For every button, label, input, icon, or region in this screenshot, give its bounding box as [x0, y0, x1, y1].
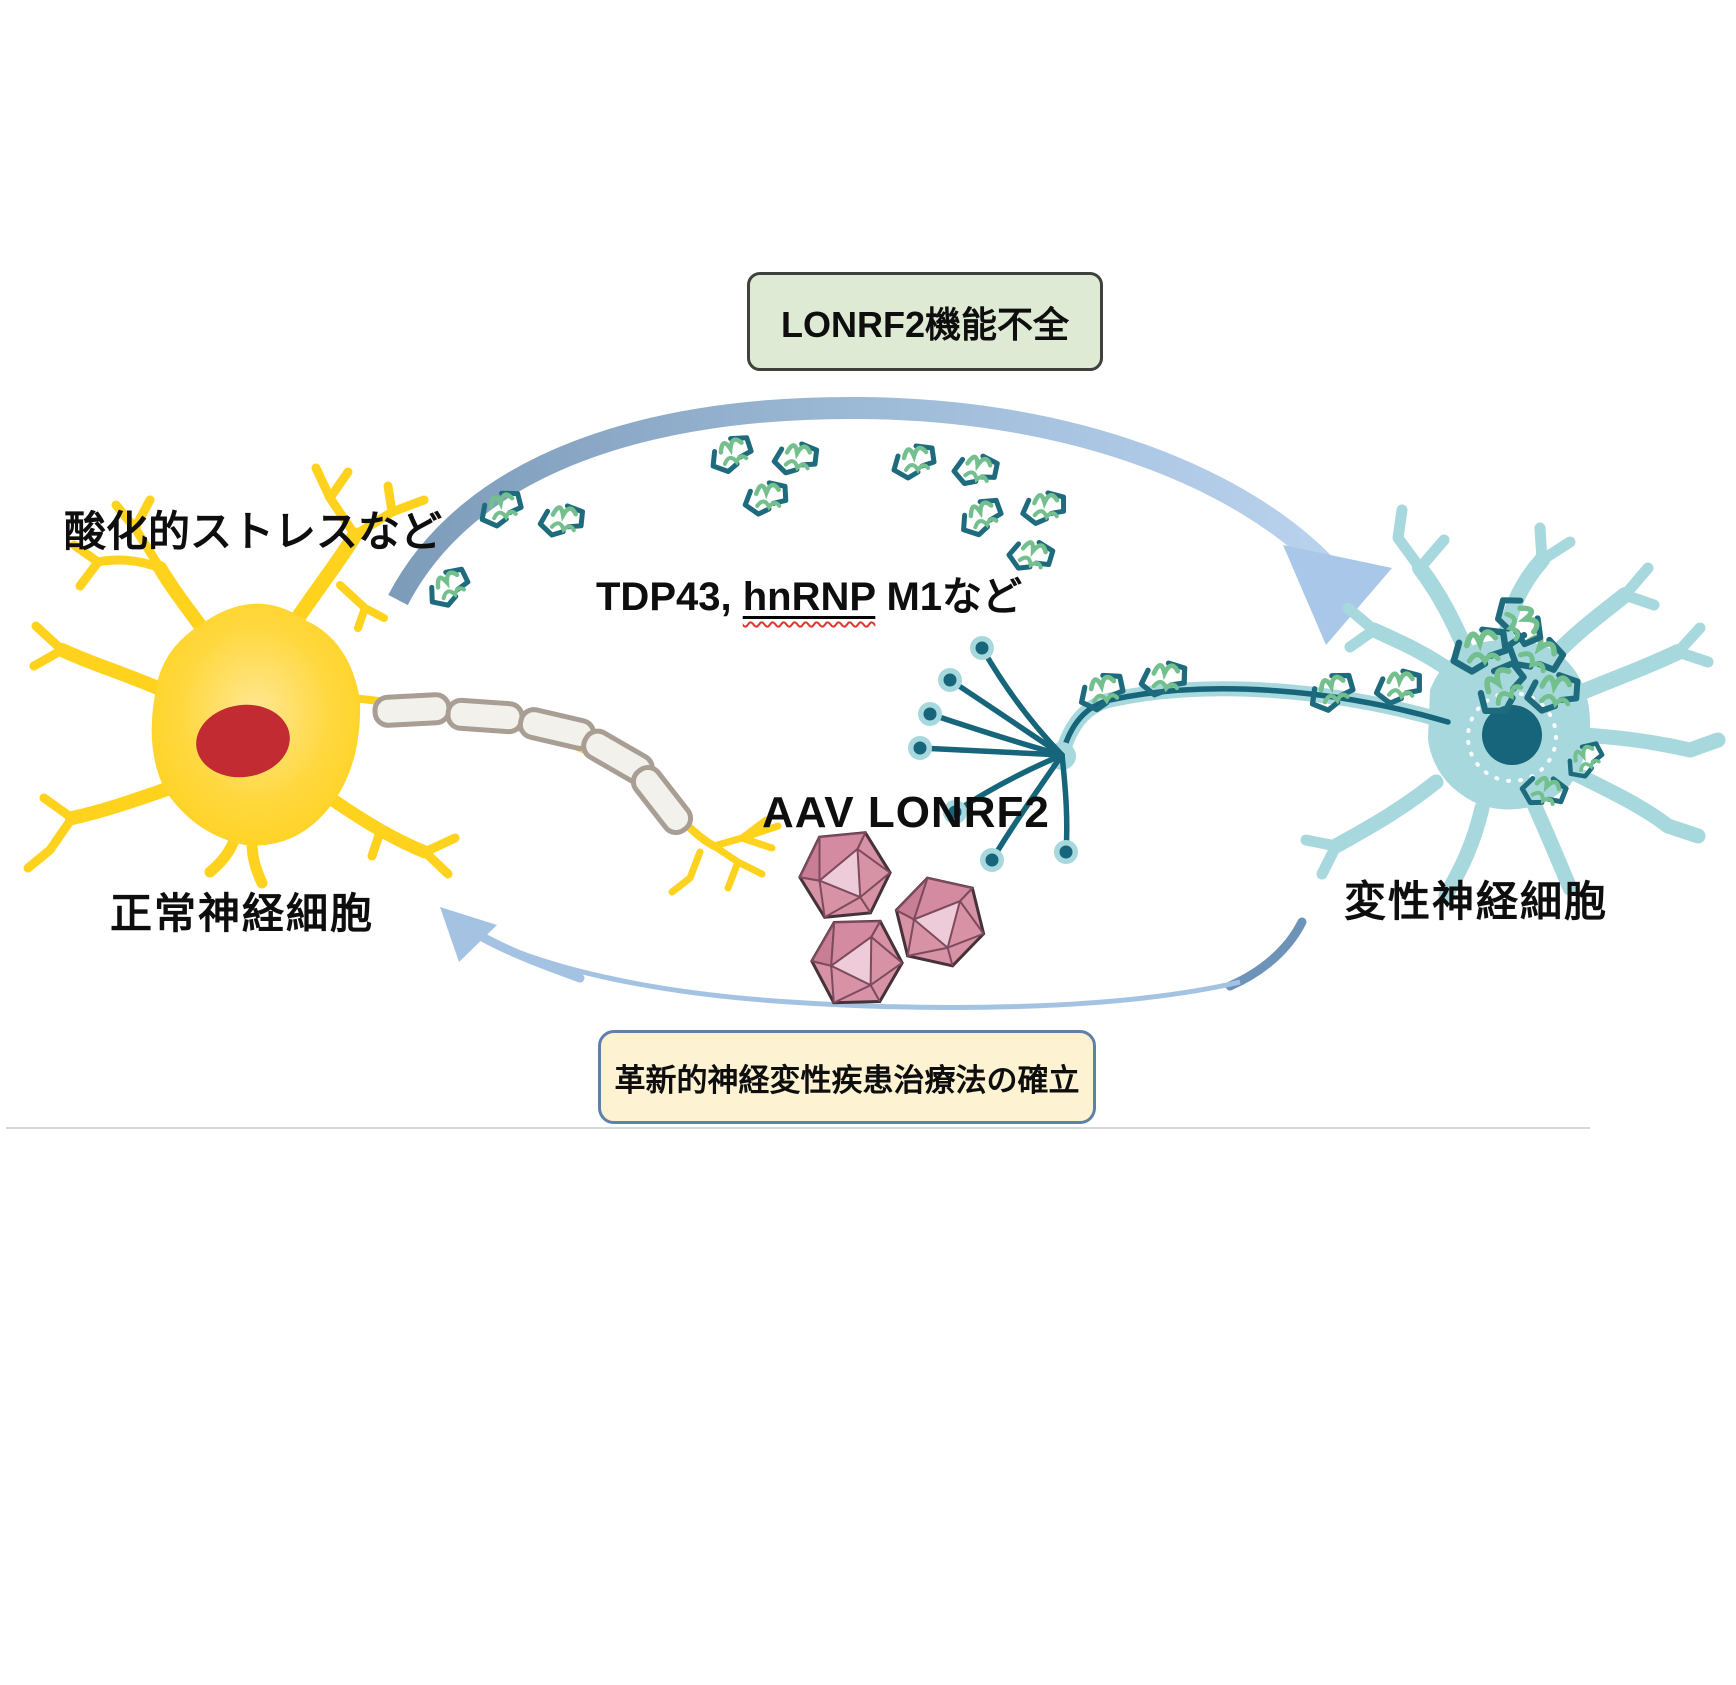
degenerated-neuron-illustration [908, 504, 1726, 903]
nucleus-icon [196, 704, 290, 778]
degenerated-neuron-label: 変性神経細胞 [1344, 878, 1609, 925]
forward-arrowhead-icon [1283, 545, 1392, 645]
bottom-divider [6, 1127, 1590, 1129]
proteins-underlined: hnRNP [742, 575, 876, 619]
aav-lonrf2-label: AAV LONRF2 [762, 788, 1050, 837]
aav-capsids [793, 826, 993, 1008]
normal-neuron-illustration [23, 463, 782, 896]
oxidative-stress-label: 酸化的ストレスなど [64, 508, 443, 555]
degenerated-nucleus-icon [1482, 705, 1542, 765]
aav-capsid-icon [793, 826, 897, 924]
proteins-underlined-wrap: hnRNP [743, 575, 876, 619]
return-arc-arrow [440, 907, 1307, 1010]
normal-neuron-label: 正常神経細胞 [110, 890, 375, 937]
protein-aggregate-icon [709, 435, 754, 473]
forward-arc-arrow [388, 396, 1392, 645]
therapy-outcome-box: 革新的神経変性疾患治療法の確立 [598, 1030, 1096, 1124]
proteins-suffix: M1など [875, 575, 1023, 619]
axon-terminal-bulbs [908, 636, 1078, 872]
return-arrowhead-icon [440, 907, 497, 962]
lonrf2-dysfunction-box: LONRF2機能不全 [747, 272, 1103, 371]
proteins-prefix: TDP43, [596, 575, 743, 619]
substrate-proteins-label: TDP43, hnRNP M1など [596, 564, 1022, 622]
myelin-sheath [372, 692, 694, 836]
